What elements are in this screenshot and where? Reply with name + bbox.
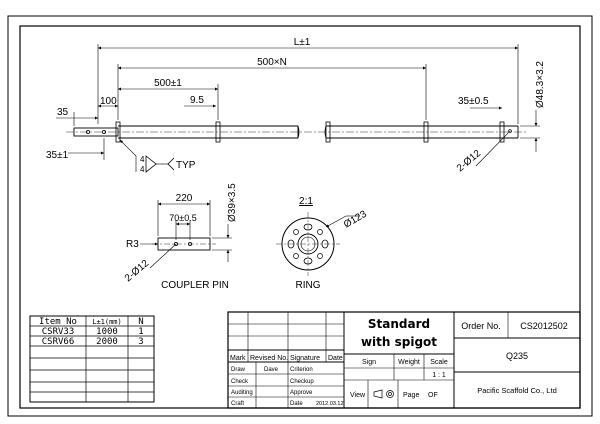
pin-hole-label: 2-Ø12 [123,258,152,285]
item-cell: CSRV66 [42,337,75,347]
spacing-n-label: 500×N [257,57,287,68]
dim-end-offset: 35 [56,107,98,126]
pin-hole-spacing-label: 70±0.5 [169,213,196,223]
ring-hole [317,253,323,259]
item-header-item: Item No [39,317,77,327]
role-craft: Craft [231,401,244,407]
page-label: Page [403,392,419,399]
weld-symbol: 4 4 TYP [119,139,196,174]
role-criterion: Criterion [290,367,313,373]
dim-overall: L±1 [97,37,519,124]
ring-hole [293,253,299,259]
ring-view: Ø123 2:1 RING [276,196,369,291]
view-label: View [350,392,366,399]
pin-length-label: 220 [176,193,193,204]
rev-header-mark: Mark [230,355,246,362]
overall-length-label: L±1 [294,37,311,48]
item-table: Item No L±1(mm) N CSRV33 1000 1 CSRV66 2… [29,315,155,403]
item-header-length: L±1(mm) [92,318,122,326]
page-value: OF [428,392,438,399]
projection-symbol-icon [373,389,394,399]
pin-radius-label: R3 [126,239,139,250]
item-cell: CSRV33 [42,327,75,337]
outer-frame [7,15,593,417]
hole-leader-main: 2-Ø12 [455,130,511,175]
sign-label: Sign [362,359,376,366]
weight-label: Weight [398,359,420,366]
weld-size-top: 4 [140,155,145,164]
first-spacing-label: 500±1 [154,78,182,89]
draw-name: Dave [264,367,279,373]
ring-offset-label: 9.5 [190,95,204,106]
rev-header-signature: Signature [290,355,320,362]
material: Q235 [506,351,528,361]
inner-frame [19,25,581,409]
dim-bottom-offset: 35±1 [46,138,105,161]
dim-pin-offset: 100 [98,96,118,108]
weld-size-bottom: 4 [140,165,145,174]
rev-header-revised: Revised No. [250,355,288,362]
item-header-n: N [138,317,143,327]
drawing-title-line1: Standard [368,317,430,331]
typ-label: TYP [176,160,196,171]
main-hole-label: 2-Ø12 [455,148,484,175]
item-cell: 1 [138,327,143,337]
pin-offset-label: 100 [100,96,117,107]
coupler-pin-view: 220 70±0.5 Ø39×3.5 R3 2-Ø12 COUPLER PIN [123,183,238,291]
order-number: CS2012502 [520,321,568,331]
pin-diameter-label: Ø39×3.5 [227,183,238,222]
scale-value: 1 : 1 [432,372,446,379]
role-checkup: Checkup [290,379,314,385]
standard-tube-view [66,121,528,143]
dim-ring-offset: 9.5 [184,95,216,108]
item-cell: 1000 [96,327,118,337]
role-approve: Approve [290,390,313,396]
scale-label: Scale [430,359,448,366]
role-auditing: Auditing [231,390,253,396]
tube-diameter-label: Ø48.3×3.2 [535,61,546,108]
rev-header-date: Date [328,355,343,362]
item-cell: 2000 [96,337,118,347]
role-draw: Draw [231,367,246,373]
dim-first-spacing: 500±1 [118,78,219,120]
role-check: Check [231,379,249,385]
ring-diameter-label: Ø123 [342,209,369,231]
ring-hole [293,229,299,235]
role-date: Date [290,401,303,407]
end-offset-label: 35 [57,107,69,118]
company-name: Pacific Scaffold Co., Ltd [477,386,557,395]
coupler-pin-caption: COUPLER PIN [161,280,229,291]
title-block: Mark Revised No. Signature Date Draw Che… [227,311,581,409]
drawing-title-line2: with spigot [361,335,437,349]
date-value: 2012.03.12 [316,401,344,407]
ring-hole [317,229,323,235]
ring-caption: RING [296,280,321,291]
right-weld-label: 35±0.5 [458,96,489,107]
order-label: Order No. [461,321,501,331]
ring-scale-label: 2:1 [299,196,313,207]
tube-hole [508,129,512,133]
dim-spacing-n: 500×N [117,57,427,120]
bottom-offset-label: 35±1 [46,150,69,161]
dim-right-weld: 35±0.5 [458,96,502,110]
pin-hole [173,241,178,246]
item-cell: 3 [138,337,143,347]
pin-hole [187,241,192,246]
dim-tube-diameter: Ø48.3×3.2 [520,61,546,152]
